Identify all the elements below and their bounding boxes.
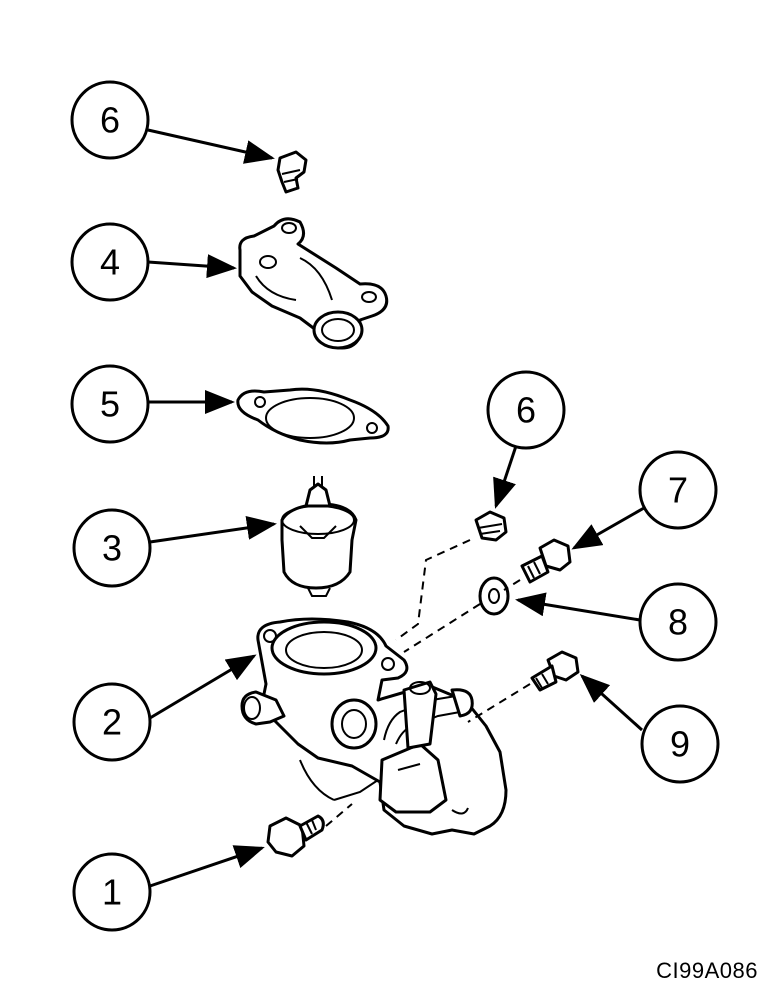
callout-2: 2 (72, 682, 152, 762)
callout-4-label: 4 (100, 242, 120, 283)
callout-5-label: 5 (100, 384, 120, 425)
callout-6-right: 6 (486, 370, 566, 450)
part-8-washer (478, 576, 510, 616)
callout-6-top: 6 (70, 80, 150, 160)
part-5-gasket (236, 387, 390, 445)
callout-1-label: 1 (102, 872, 122, 913)
figure-id: CI99A086 (656, 958, 758, 983)
callout-2-label: 2 (102, 702, 122, 743)
part-7-bolt (520, 538, 572, 584)
part-4-housing (238, 217, 389, 350)
part-2-main-housing (240, 617, 508, 836)
callout-5: 5 (70, 364, 150, 444)
callout-1: 1 (72, 852, 152, 932)
part-3-thermostat (280, 476, 358, 597)
part-6-right-bolt (474, 510, 508, 542)
callout-7: 7 (638, 450, 718, 530)
callout-4: 4 (70, 222, 150, 302)
part-6-top-bolt (276, 150, 308, 194)
leader-arrows (147, 128, 645, 888)
assembly-center-lines (325, 539, 531, 827)
callout-7-label: 7 (668, 470, 688, 511)
callout-8-label: 8 (668, 602, 688, 643)
callout-3-label: 3 (102, 528, 122, 569)
part-1-bolt (266, 814, 325, 858)
callout-6-right-label: 6 (516, 390, 536, 431)
callout-3: 3 (72, 508, 152, 588)
part-9-bolt (530, 650, 580, 692)
callout-6-top-label: 6 (100, 100, 120, 141)
callout-9: 9 (640, 704, 720, 784)
callout-8: 8 (638, 582, 718, 662)
callout-9-label: 9 (670, 724, 690, 765)
